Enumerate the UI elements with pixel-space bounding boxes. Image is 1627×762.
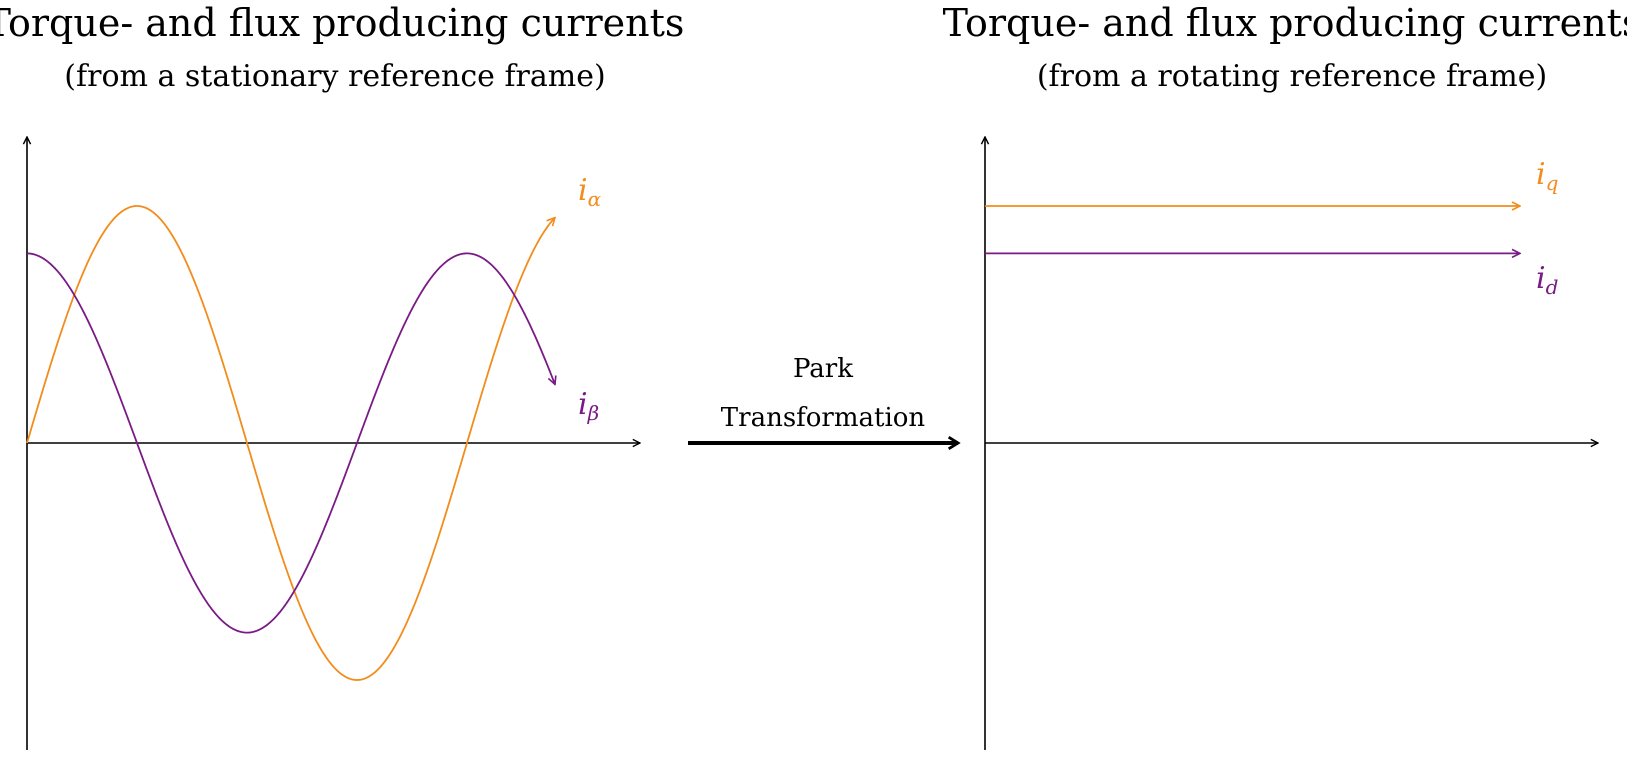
i-d-label: id: [1536, 261, 1558, 299]
i-beta-label: iβ: [578, 387, 599, 425]
i-q-label: iq: [1536, 157, 1558, 195]
left-title: Torque- and flux producing currents: [0, 1, 684, 45]
transform-label-line1: Park: [793, 354, 853, 384]
left-subtitle: (from a stationary reference frame): [64, 59, 605, 94]
right-title: Torque- and flux producing currents: [943, 1, 1627, 45]
transform-label-line2: Transformation: [721, 403, 926, 433]
i-alpha-label: iα: [578, 173, 602, 211]
i-alpha-curve: [26, 205, 555, 681]
i-beta-curve: [26, 252, 555, 634]
right-subtitle: (from a rotating reference frame): [1037, 59, 1547, 94]
